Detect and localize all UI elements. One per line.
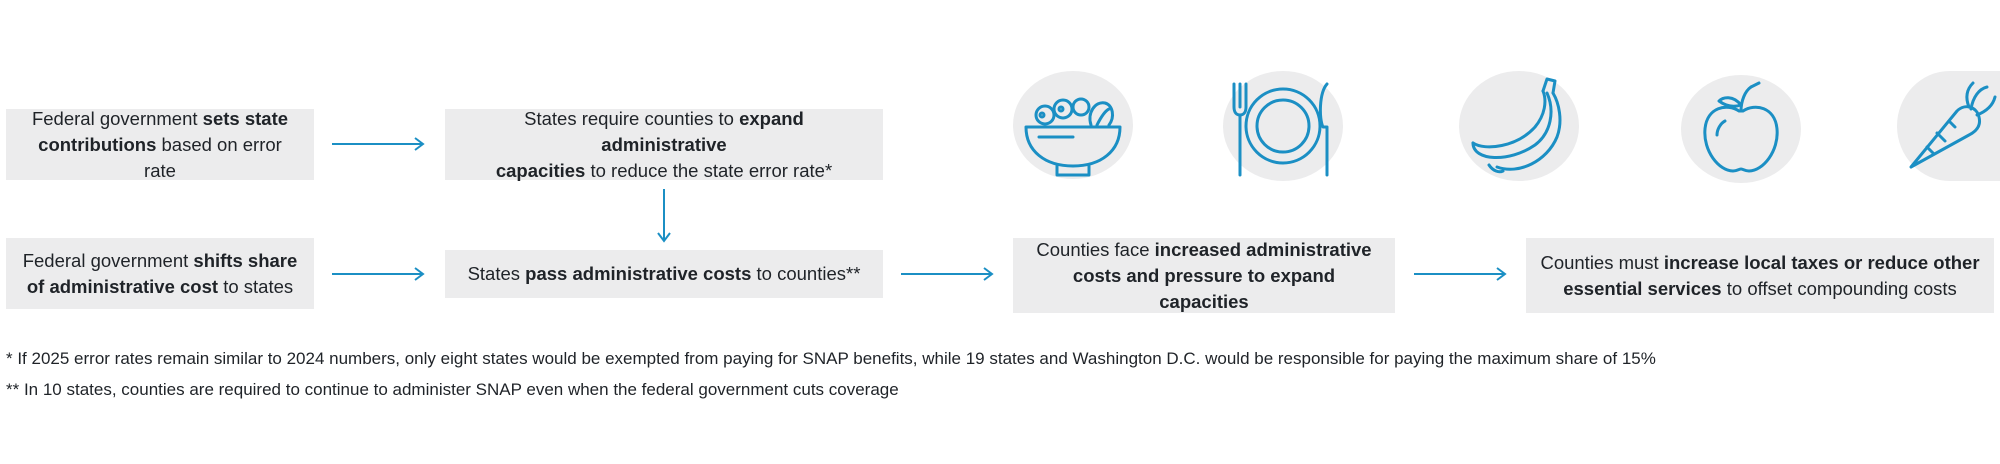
fed-sets-contributions-box: Federal government sets state contributi… [6, 108, 314, 181]
footnote-error-rates: * If 2025 error rates remain similar to … [6, 349, 1656, 368]
arrow-right-3 [901, 267, 994, 281]
arrow-right-2 [332, 267, 425, 281]
fed-shifts-share-text: Federal government shifts share of admin… [22, 249, 298, 297]
footnote-counties-administer: ** In 10 states, counties are required t… [6, 380, 899, 399]
counties-face-costs-box: Counties face increased administrative c… [1013, 238, 1395, 313]
banana-icon [1459, 71, 1579, 181]
salad-bowl-icon [1013, 71, 1133, 179]
states-require-counties-box: States require counties to expand admini… [445, 108, 883, 181]
arrow-down [657, 189, 671, 243]
fed-sets-contributions-text: Federal government sets state contributi… [31, 107, 289, 181]
states-pass-costs-box: States pass administrative costs to coun… [445, 250, 883, 298]
apple-icon [1681, 75, 1801, 183]
counties-must-increase-box: Counties must increase local taxes or re… [1526, 238, 1994, 313]
carrot-icon [1897, 71, 2000, 181]
plate-fork-knife-icon [1223, 71, 1343, 181]
states-pass-costs-text: States pass administrative costs to coun… [467, 263, 861, 284]
arrow-right-4 [1414, 267, 1507, 281]
states-require-counties-text: States require counties to expand admini… [495, 107, 833, 181]
fed-shifts-share-box: Federal government shifts share of admin… [6, 238, 314, 309]
counties-face-costs-text: Counties face increased administrative c… [1036, 238, 1372, 312]
arrow-right-1 [332, 137, 425, 151]
counties-must-increase-text: Counties must increase local taxes or re… [1540, 251, 1980, 299]
